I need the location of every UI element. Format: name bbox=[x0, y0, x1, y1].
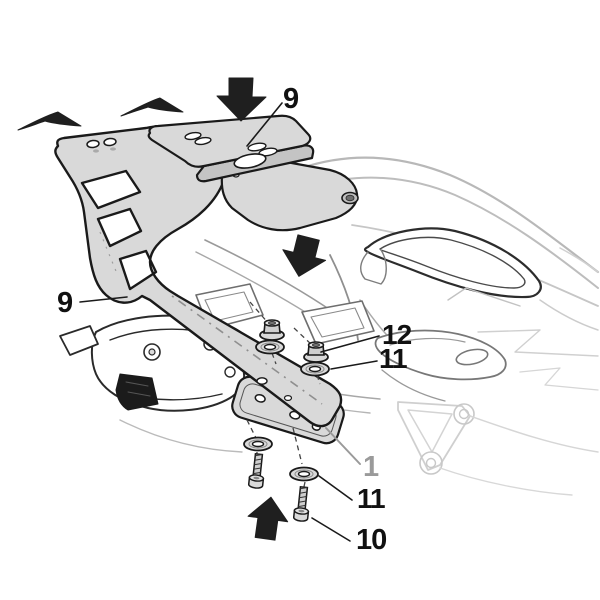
label-1: 1 bbox=[363, 451, 379, 483]
washer-11-mid-right bbox=[300, 361, 330, 377]
label-9-left: 9 bbox=[57, 287, 73, 319]
washer-11-mid-left bbox=[255, 339, 285, 355]
label-10: 10 bbox=[356, 524, 386, 556]
part-labels: 9 9 12 11 1 11 10 bbox=[57, 83, 413, 556]
label-12: 12 bbox=[382, 319, 412, 350]
washer-11-bottom-left bbox=[243, 436, 273, 452]
right-swoosh-arrow-icon bbox=[120, 97, 184, 117]
nut-12-right bbox=[303, 341, 329, 363]
washer-11-bottom-right bbox=[289, 466, 319, 482]
screw-10-left bbox=[247, 452, 265, 489]
label-11-mid: 11 bbox=[379, 343, 407, 374]
label-9-top: 9 bbox=[283, 83, 299, 115]
screw-10-right bbox=[292, 485, 310, 522]
leader-lines bbox=[79, 102, 380, 542]
right-swoosh-arrow-icon bbox=[17, 111, 82, 131]
faded-motorcycle-artwork bbox=[59, 156, 600, 496]
down-arrow-icon bbox=[216, 77, 267, 122]
nut-12-left bbox=[259, 319, 285, 341]
up-arrow-icon bbox=[247, 496, 289, 541]
direction-arrows bbox=[17, 77, 327, 541]
top-bracket-part-9 bbox=[147, 114, 315, 183]
label-11-bottom: 11 bbox=[357, 483, 385, 514]
down-arrow-icon bbox=[282, 234, 327, 277]
